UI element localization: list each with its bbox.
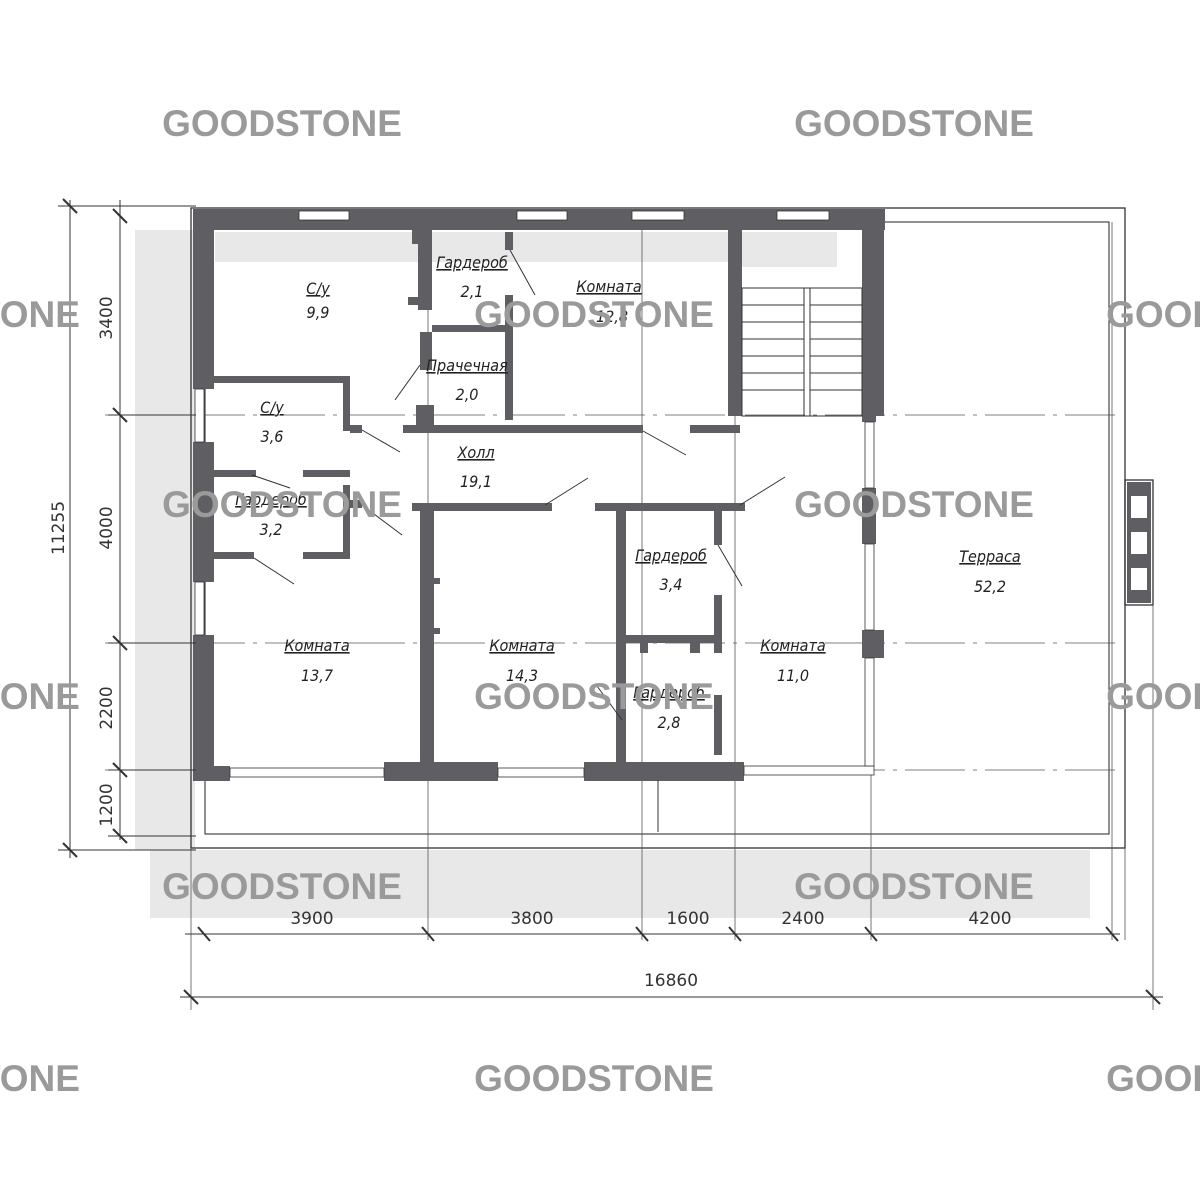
room-name-room-2: Комната	[284, 636, 349, 655]
room-name-room-3: Комната	[489, 636, 554, 655]
room-area-room-4: 11,0	[777, 666, 809, 685]
room-name-laundry: Прачечная	[426, 356, 508, 375]
watermark-3: GOODSTONE	[0, 294, 80, 335]
watermark-11: GOODSTONE	[162, 866, 402, 907]
room-name-wardrobe-1: Гардероб	[436, 253, 508, 272]
watermark-13: GOODSTONE	[0, 1058, 80, 1099]
room-name-wardrobe-2: Гардероб	[235, 490, 307, 509]
dim-height-2: 4000	[97, 506, 117, 549]
watermarks: GOODSTONE GOODSTONE GOODSTONE GOODSTONE …	[0, 103, 1200, 1099]
door-swings	[251, 249, 786, 832]
room-area-bathroom-2: 3,6	[261, 427, 284, 446]
staircase	[741, 287, 863, 417]
watermark-8: GOODSTONE	[0, 676, 80, 717]
dim-total-height: 11255	[49, 501, 69, 555]
room-area-wardrobe-2: 3,2	[260, 520, 283, 539]
room-labels: С/у 9,9 Гардероб 2,1 Комната 12,8 Прачеч…	[235, 253, 1021, 732]
dim-height-4: 1200	[97, 783, 117, 826]
room-name-room-4: Комната	[760, 636, 825, 655]
room-name-bathroom-1: С/у	[306, 279, 330, 298]
room-name-terrace: Терраса	[959, 547, 1020, 566]
vertical-dimensions	[58, 198, 196, 858]
horizontal-dimensions	[180, 926, 1163, 1005]
watermark-12: GOODSTONE	[794, 866, 1034, 907]
dim-width-1: 3900	[290, 909, 333, 929]
background-shadow	[135, 230, 1090, 918]
room-area-wardrobe-3: 3,4	[660, 575, 683, 594]
watermark-1: GOODSTONE	[162, 103, 402, 144]
watermark-6: GOODSTONE	[162, 484, 402, 525]
room-area-room-1: 12,8	[596, 307, 628, 326]
room-area-laundry: 2,0	[456, 385, 479, 404]
watermark-4: GOODSTONE	[474, 294, 714, 335]
room-area-room-2: 13,7	[301, 666, 334, 685]
dim-width-4: 2400	[781, 909, 824, 929]
dim-width-2: 3800	[510, 909, 553, 929]
room-name-room-1: Комната	[576, 277, 641, 296]
dim-width-5: 4200	[968, 909, 1011, 929]
room-area-hall: 19,1	[460, 472, 492, 491]
room-name-bathroom-2: С/у	[260, 398, 284, 417]
dim-height-1: 3400	[97, 296, 117, 339]
dimension-labels: 11255 3400 4000 2200 1200 3900 3800 1600…	[49, 296, 1012, 991]
watermark-5: GOODSTONE	[1106, 294, 1200, 335]
dim-height-3: 2200	[97, 686, 117, 729]
watermark-14: GOODSTONE	[474, 1058, 714, 1099]
room-area-bathroom-1: 9,9	[307, 303, 330, 322]
watermark-10: GOODSTONE	[1106, 676, 1200, 717]
watermark-15: GOODSTONE	[1106, 1058, 1200, 1099]
room-name-hall: Холл	[456, 443, 494, 462]
room-area-terrace: 52,2	[974, 577, 1006, 596]
windows	[194, 210, 875, 778]
watermark-2: GOODSTONE	[794, 103, 1034, 144]
dim-total-width: 16860	[644, 971, 698, 991]
dim-width-3: 1600	[666, 909, 709, 929]
room-name-wardrobe-4: Гардероб	[633, 683, 705, 702]
room-area-wardrobe-1: 2,1	[461, 282, 484, 301]
watermark-9: GOODSTONE	[474, 676, 714, 717]
room-area-wardrobe-4: 2,8	[658, 713, 681, 732]
room-name-wardrobe-3: Гардероб	[635, 546, 707, 565]
room-area-room-3: 14,3	[506, 666, 538, 685]
walls	[193, 209, 885, 781]
watermark-7: GOODSTONE	[794, 484, 1034, 525]
